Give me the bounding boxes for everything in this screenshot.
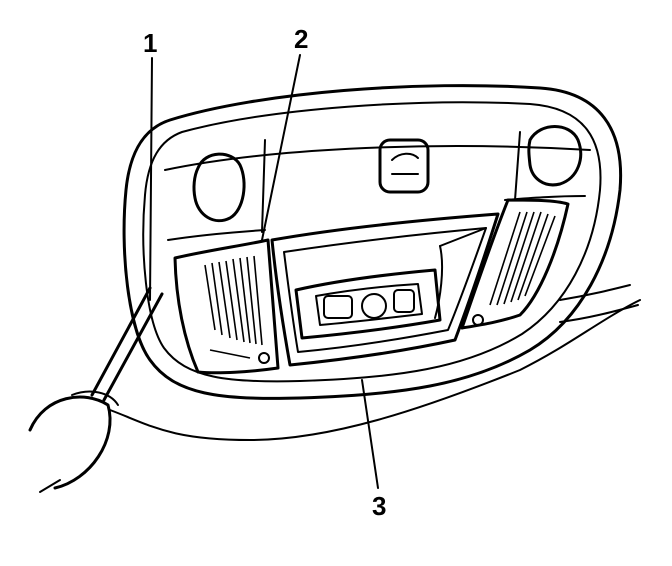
screwdriver-icon xyxy=(28,286,164,493)
right-lens xyxy=(460,198,570,330)
callout-2: 2 xyxy=(294,24,308,54)
callout-1: 1 xyxy=(143,28,157,58)
left-map-lamp xyxy=(192,152,246,223)
console-bezel xyxy=(122,84,623,400)
callout-leaders xyxy=(149,54,379,489)
switch-bank xyxy=(294,268,442,340)
leader-1 xyxy=(149,57,153,301)
center-switch xyxy=(378,138,430,194)
callout-3: 3 xyxy=(372,491,386,521)
headliner-outline xyxy=(109,284,641,441)
leader-3 xyxy=(361,379,379,489)
upper-shelf xyxy=(164,145,591,171)
right-map-lamp xyxy=(527,125,583,187)
leader-2 xyxy=(261,54,301,241)
center-panel xyxy=(270,212,500,367)
right-lens-hatching xyxy=(489,211,556,306)
left-lens-hatching xyxy=(204,255,263,359)
left-lens xyxy=(173,238,280,375)
